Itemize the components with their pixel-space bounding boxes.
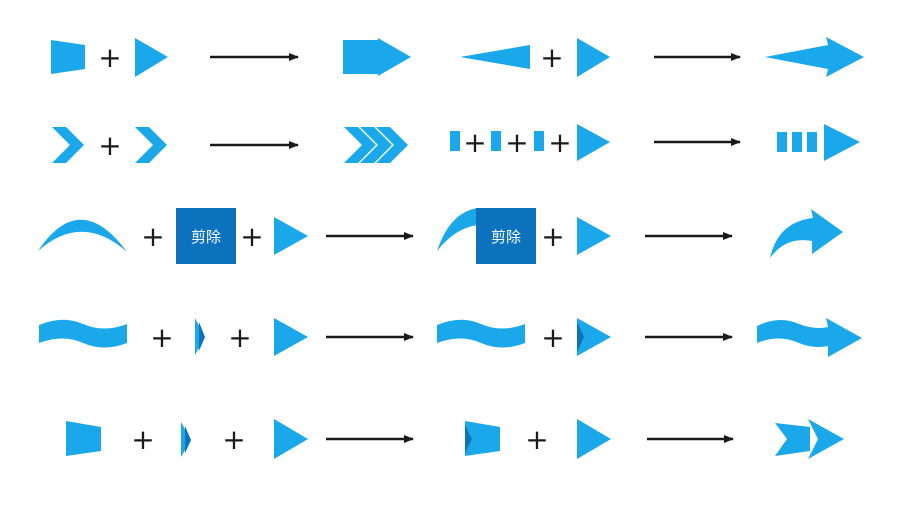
wave-band-shape <box>437 319 525 348</box>
plus-sign: + <box>228 321 251 354</box>
row-3-left: + + <box>38 217 414 255</box>
cut-label-left: 剪除 <box>176 208 236 264</box>
plus-sign: + <box>98 129 121 162</box>
arc-band-shape <box>38 219 127 252</box>
row-1-left: + <box>51 38 411 77</box>
row-4-left: + + <box>39 318 414 356</box>
plus-sign: + <box>541 220 564 253</box>
small-wedge-dark <box>185 426 191 453</box>
chevron-shape <box>135 127 167 163</box>
triangle-shape <box>577 217 611 255</box>
tapered-arrow-result <box>765 37 864 77</box>
triangle-shape <box>135 38 168 77</box>
triangle-shape <box>274 318 308 356</box>
triple-chevron-result <box>344 127 408 163</box>
chevron-shape <box>52 127 84 163</box>
wave-arrow-result <box>757 318 862 357</box>
trapezoid-shape <box>66 421 101 456</box>
plus-sign: + <box>98 41 121 74</box>
row-1-right: + <box>460 37 864 77</box>
triangle-shape <box>577 38 610 77</box>
plus-sign: + <box>222 423 245 456</box>
segmented-arrow-result <box>777 124 860 161</box>
wedge-shape <box>460 45 530 69</box>
trapezoid-shape <box>465 421 500 456</box>
plus-sign: + <box>463 126 486 159</box>
plus-sign: + <box>525 423 548 456</box>
triangle-shape <box>274 419 308 459</box>
bar-shape <box>491 131 501 151</box>
small-wedge-dark <box>465 425 472 453</box>
row-4-right: + <box>437 318 862 357</box>
triangle-shape <box>577 318 611 356</box>
trapezoid-shape <box>51 40 85 74</box>
row-2-left: + <box>52 127 408 163</box>
plus-sign: + <box>540 41 563 74</box>
double-arrow-result <box>343 38 411 76</box>
small-wedge-dark <box>577 322 584 352</box>
plus-sign: + <box>541 321 564 354</box>
arc-band-partial-shape <box>437 208 478 251</box>
row-2-right: + + + <box>450 124 860 161</box>
triangle-shape <box>577 124 610 161</box>
bar-shape <box>534 131 544 151</box>
curved-arrow-result <box>770 209 843 258</box>
row-3-right: + <box>437 208 843 258</box>
triangle-shape <box>577 419 611 459</box>
row-5-left: + + <box>66 419 414 459</box>
cut-label-right: 剪除 <box>476 208 536 264</box>
row-5-right: + <box>465 419 844 459</box>
notched-arrow-result <box>775 419 844 459</box>
triangle-shape <box>274 217 308 255</box>
bar-shape <box>450 131 460 151</box>
plus-sign: + <box>141 220 164 253</box>
plus-sign: + <box>240 220 263 253</box>
small-wedge-dark <box>199 322 205 351</box>
plus-sign: + <box>505 126 528 159</box>
wave-band-shape <box>39 319 127 348</box>
plus-sign: + <box>131 423 154 456</box>
plus-sign: + <box>548 126 571 159</box>
plus-sign: + <box>150 321 173 354</box>
